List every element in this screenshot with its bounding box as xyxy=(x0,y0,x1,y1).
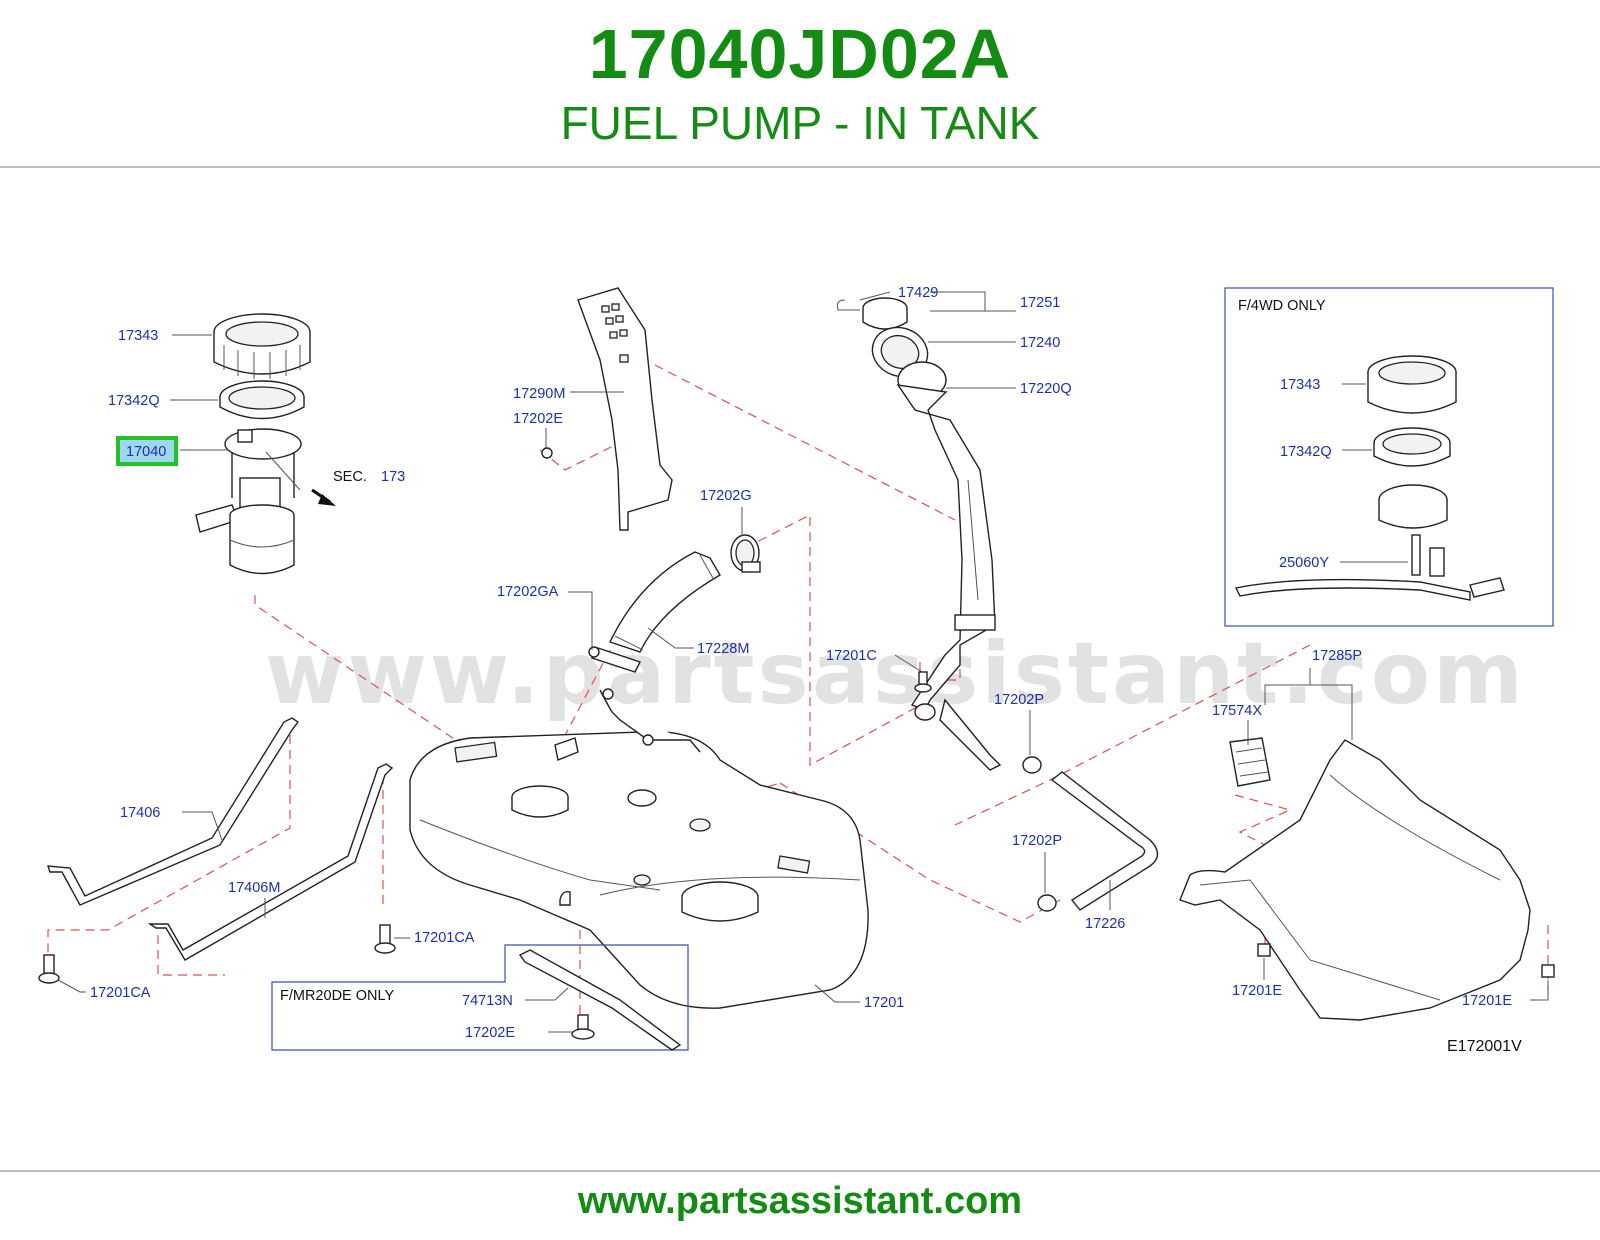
callout-17202P-top[interactable]: 17202P xyxy=(994,692,1044,708)
footer-divider xyxy=(0,1170,1600,1172)
callout-17202E-top[interactable]: 17202E xyxy=(513,411,563,427)
clamp-17202P-bottom[interactable] xyxy=(1037,894,1057,912)
callout-17201CA-mid[interactable]: 17201CA xyxy=(414,930,475,946)
bolt-17201C[interactable] xyxy=(914,671,932,693)
filler-cap-17251[interactable] xyxy=(836,297,908,330)
filler-hose-17228M[interactable] xyxy=(609,551,721,653)
fuel-pump-module-17040[interactable] xyxy=(195,428,302,575)
inset-mr20de-title: F/MR20DE ONLY xyxy=(280,988,394,1004)
clamp-17202GA[interactable] xyxy=(588,646,641,673)
callout-17201CA-left[interactable]: 17201CA xyxy=(90,985,151,1001)
callout-17226[interactable]: 17226 xyxy=(1085,916,1125,932)
clamp-17202P-top[interactable] xyxy=(1022,756,1042,774)
section-ref-number[interactable]: 173 xyxy=(381,469,405,485)
callout-17220Q[interactable]: 17220Q xyxy=(1020,381,1072,397)
callout-17202G[interactable]: 17202G xyxy=(700,488,752,504)
callout-17040[interactable]: 17040 xyxy=(126,444,166,460)
filler-tube-17220Q[interactable] xyxy=(896,361,1002,771)
assembly-guide-lines xyxy=(47,364,1549,1020)
callout-17406M[interactable]: 17406M xyxy=(228,880,280,896)
inset-callout-25060Y[interactable]: 25060Y xyxy=(1279,555,1329,571)
part-number-title: 17040JD02A xyxy=(588,15,1012,93)
highlight-inner-17040 xyxy=(120,440,174,462)
callout-17201E-left[interactable]: 17201E xyxy=(1232,983,1282,999)
footer-url[interactable]: www.partsassistant.com xyxy=(577,1180,1023,1222)
part-description: FUEL PUMP - IN TANK xyxy=(560,97,1040,149)
callout-17343[interactable]: 17343 xyxy=(118,328,158,344)
inset-4wd-frame xyxy=(1224,287,1554,627)
nut-17201E-left[interactable] xyxy=(1257,943,1271,957)
callout-74713N[interactable]: 74713N xyxy=(462,993,513,1009)
inset-mr20de-frame xyxy=(271,944,689,1051)
callout-17202P-bottom[interactable]: 17202P xyxy=(1012,833,1062,849)
tank-strap-17406M[interactable] xyxy=(147,763,394,961)
clamp-17202G[interactable] xyxy=(730,534,761,573)
clip-17202E-top[interactable] xyxy=(541,447,553,459)
header-divider xyxy=(0,166,1600,168)
diagram-code: E172001V xyxy=(1447,1038,1522,1055)
inset-callout-17342Q[interactable]: 17342Q xyxy=(1280,444,1332,460)
under-cover-17285P[interactable] xyxy=(1179,739,1531,1021)
inset-lock-ring-17343[interactable] xyxy=(1367,355,1457,414)
callout-17574X[interactable]: 17574X xyxy=(1212,703,1262,719)
breather-hose-17226[interactable] xyxy=(1050,771,1159,911)
fuel-tank-17201[interactable] xyxy=(409,688,869,1009)
watermark-text: www.partsassistant.com xyxy=(265,624,1526,724)
seal-ring-17342Q[interactable] xyxy=(219,380,305,420)
callout-17406[interactable]: 17406 xyxy=(120,805,160,821)
bolt-17201CA-mid[interactable] xyxy=(374,924,396,954)
inset-callout-17343[interactable]: 17343 xyxy=(1280,377,1320,393)
arrow-head-icon xyxy=(318,494,336,506)
callout-17251[interactable]: 17251 xyxy=(1020,295,1060,311)
callout-17342Q[interactable]: 17342Q xyxy=(108,393,160,409)
lock-ring-17343[interactable] xyxy=(213,313,311,379)
callout-17228M[interactable]: 17228M xyxy=(697,641,749,657)
clip-17574X[interactable] xyxy=(1229,737,1271,787)
nut-17201E-right[interactable] xyxy=(1541,964,1555,978)
tank-strap-17406[interactable] xyxy=(46,717,300,906)
inset-4wd-title: F/4WD ONLY xyxy=(1238,298,1326,314)
bolt-17201CA-left[interactable] xyxy=(38,954,60,984)
callout-17429[interactable]: 17429 xyxy=(898,285,938,301)
clip-17202E-bottom[interactable] xyxy=(571,1014,595,1040)
filler-protector-17290M[interactable] xyxy=(577,287,673,531)
callout-17201C[interactable]: 17201C xyxy=(826,648,877,664)
page-header: 17040JD02A FUEL PUMP - IN TANK xyxy=(0,0,1600,168)
callout-17285P[interactable]: 17285P xyxy=(1312,648,1362,664)
callout-17202GA[interactable]: 17202GA xyxy=(497,584,559,600)
callout-17201[interactable]: 17201 xyxy=(864,995,904,1011)
callout-17201E-right[interactable]: 17201E xyxy=(1462,993,1512,1009)
inset-seal-ring-17342Q[interactable] xyxy=(1373,427,1451,467)
section-ref-label: SEC. xyxy=(333,469,367,485)
callout-17240[interactable]: 17240 xyxy=(1020,335,1060,351)
callout-17290M[interactable]: 17290M xyxy=(513,386,565,402)
callout-17202E-bottom[interactable]: 17202E xyxy=(465,1025,515,1041)
bracket-74713N[interactable] xyxy=(518,949,682,1051)
inset-sender-unit-25060Y[interactable] xyxy=(1234,484,1505,601)
